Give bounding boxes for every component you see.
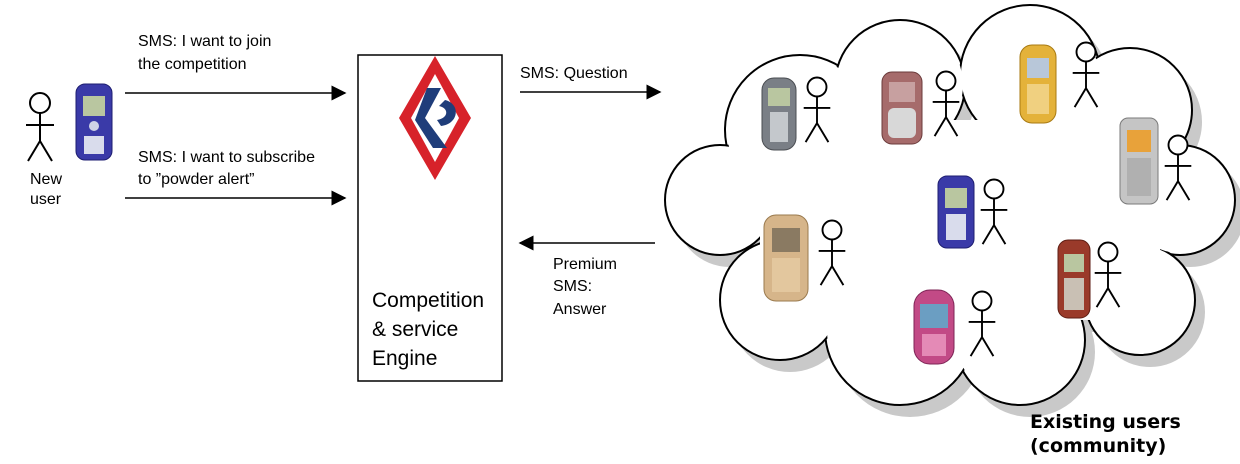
community-label-line2: (community): [1030, 435, 1167, 457]
subscribe-message-line2: to ”powder alert”: [138, 171, 255, 188]
new-user-label-line1: New: [30, 171, 63, 188]
engine-label-line2: & service: [372, 318, 459, 341]
community-member-2: [881, 70, 961, 145]
community-member-8: [913, 289, 997, 365]
community-label-line1: Existing users: [1030, 411, 1181, 433]
join-message-line1: SMS: I want to join: [138, 33, 272, 50]
engine-label: Competition & service Engine: [372, 286, 484, 373]
engine-logo: [399, 56, 471, 180]
community-label: Existing users (community): [1030, 410, 1181, 458]
new-user-label-line2: user: [30, 191, 62, 208]
subscribe-message-line1: SMS: I want to subscribe: [138, 149, 315, 166]
answer-message-line2: SMS:: [553, 278, 593, 295]
join-message-line2: the competition: [138, 56, 247, 73]
engine-label-line3: Engine: [372, 347, 438, 370]
community-member-4: [1119, 117, 1193, 205]
engine-label-line1: Competition: [372, 289, 485, 312]
community-member-5: [937, 175, 1009, 249]
community-member-3: [1019, 41, 1101, 124]
answer-message-line3: Answer: [553, 301, 607, 318]
community-member-7: [1057, 239, 1123, 319]
community-member-1: [761, 76, 832, 151]
new-user-phone: [75, 83, 113, 161]
answer-message-line1: Premium: [553, 256, 618, 273]
question-message: SMS: Question: [520, 65, 628, 82]
new-user-figure: [25, 92, 55, 162]
community-member-6: [763, 214, 847, 302]
